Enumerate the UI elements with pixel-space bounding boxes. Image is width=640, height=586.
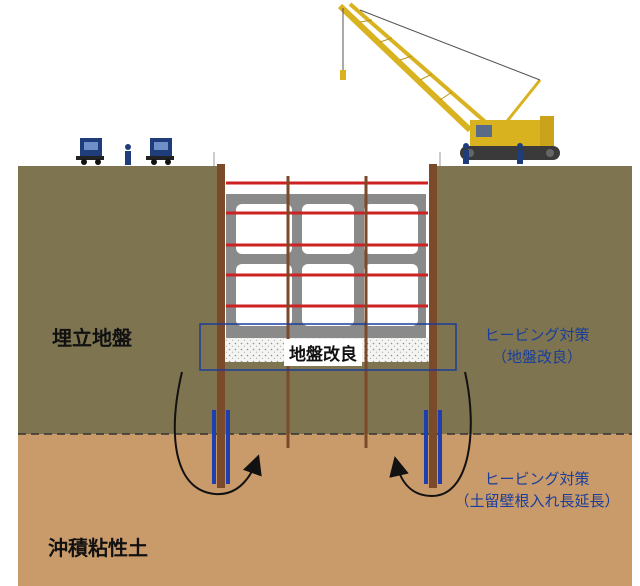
struts	[226, 181, 428, 308]
worker-icon	[125, 144, 131, 165]
retaining-wall-right	[429, 164, 437, 488]
heaving-measure-1-line1: ヒービング対策	[484, 326, 590, 344]
reclaimed-ground-label: 埋立地盤	[52, 326, 132, 350]
heave-arrow-icon	[389, 371, 472, 498]
alluvial-clay-label: 沖積粘性土	[48, 536, 148, 560]
worker-icon	[463, 143, 469, 164]
heave-arrow-icon	[173, 371, 262, 496]
wall-extension-right-2	[438, 410, 442, 484]
wall-extension-left-1	[212, 410, 216, 484]
ground-improvement-outline	[199, 323, 457, 371]
heaving-measure-1-line2: （地盤改良）	[491, 348, 582, 366]
retaining-wall-left	[217, 164, 225, 488]
heaving-measure-2-label: ヒービング対策 （土留壁根入れ長延長）	[442, 468, 632, 512]
heaving-measure-2-line2: （土留壁根入れ長延長）	[454, 492, 620, 510]
worker-icon	[517, 143, 523, 164]
intermediate-piles	[286, 176, 368, 448]
wall-extension-left-2	[226, 410, 230, 484]
box-culvert	[226, 194, 426, 338]
dump-truck-icon	[76, 138, 104, 165]
crawler-crane-icon	[337, 2, 560, 160]
ground-improvement-label: 地盤改良	[284, 339, 362, 366]
heaving-measure-1-label: ヒービング対策 （地盤改良）	[462, 324, 612, 368]
alluvial-clay-layer	[18, 434, 632, 586]
wall-extension-right-1	[424, 410, 428, 484]
dump-truck-icon	[146, 138, 174, 165]
heaving-measure-2-line1: ヒービング対策	[484, 470, 590, 488]
